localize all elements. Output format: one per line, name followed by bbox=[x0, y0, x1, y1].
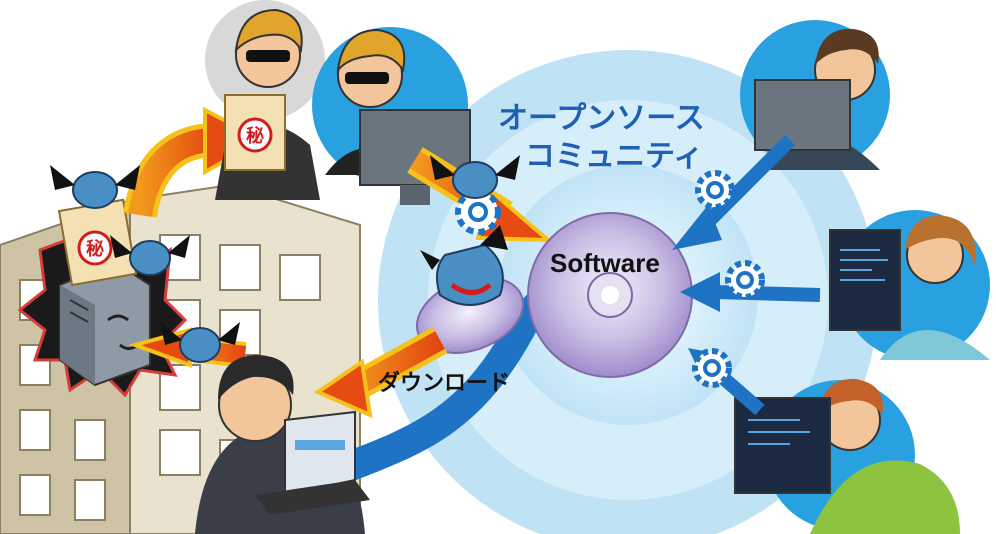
hacker-icon: 秘 bbox=[205, 0, 325, 200]
virus-bat-icon bbox=[50, 155, 520, 363]
monitor-icon bbox=[829, 229, 901, 331]
download-label: ダウンロード bbox=[378, 370, 510, 396]
software-label: Software bbox=[550, 248, 660, 278]
developer-1-icon bbox=[740, 20, 890, 170]
community-title-line2: コミュニティ bbox=[525, 139, 703, 174]
contribution-arrows bbox=[672, 135, 821, 416]
developer-2-icon bbox=[829, 210, 990, 360]
envelope-icon: 秘 bbox=[57, 198, 138, 287]
community-title-line1: オープンソース bbox=[498, 101, 705, 136]
secret-mark-1: 秘 bbox=[86, 238, 104, 260]
laptop-user-icon bbox=[195, 355, 370, 534]
developer-3-icon bbox=[734, 378, 960, 534]
laptop-icon bbox=[255, 410, 370, 515]
gear-icon bbox=[692, 170, 765, 388]
gear-icon bbox=[455, 189, 501, 235]
infected-disc-icon bbox=[415, 225, 525, 354]
disc-icon bbox=[527, 212, 693, 378]
hacker-computer-icon bbox=[312, 27, 471, 205]
secret-mark-2: 秘 bbox=[246, 125, 264, 147]
